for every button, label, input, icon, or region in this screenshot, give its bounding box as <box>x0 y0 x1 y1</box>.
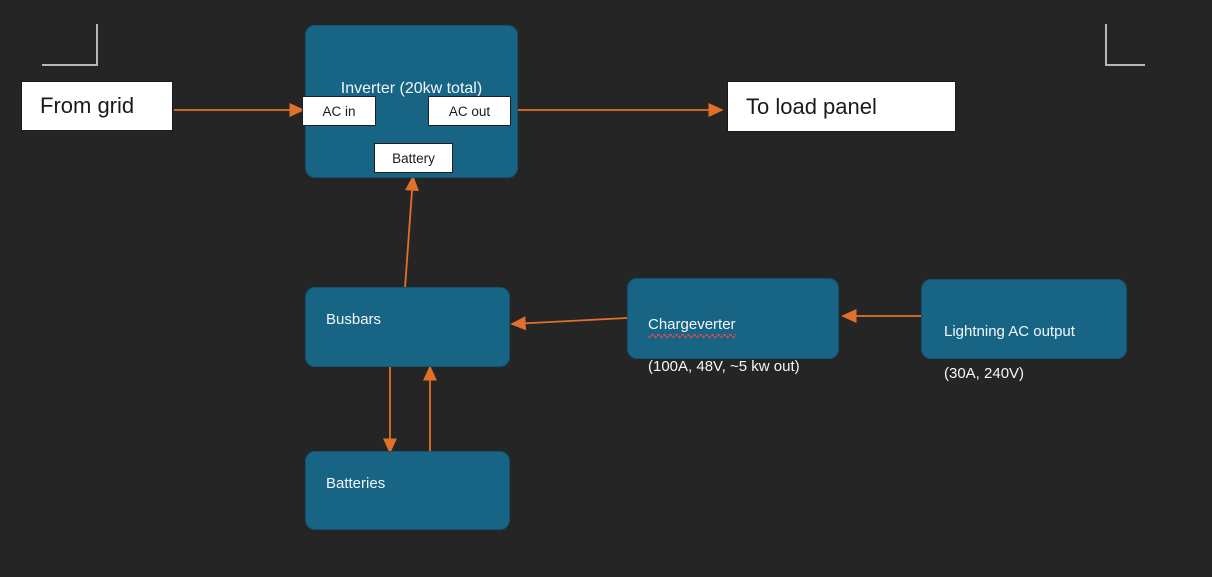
crop-mark-top-right <box>1105 24 1145 66</box>
inverter-port-ac-out[interactable]: AC out <box>428 96 511 126</box>
busbars-node[interactable]: Busbars <box>305 287 510 367</box>
arrow-busbars-to-battery-port <box>404 175 420 289</box>
battery-label: Battery <box>392 150 435 166</box>
ac-out-label: AC out <box>448 103 491 119</box>
batteries-label: Batteries <box>326 475 386 492</box>
lightning-line1: Lightning AC output <box>944 323 1075 340</box>
lightning-line2: (30A, 240V) <box>944 365 1025 382</box>
chargeverter-node[interactable]: Chargeverter (100A, 48V, ~5 kw out) <box>627 278 839 375</box>
lightning-text: Lightning AC output (30A, 240V) <box>944 300 1075 384</box>
chargeverter-text: Chargeverter (100A, 48V, ~5 kw out) <box>648 293 800 377</box>
from-grid-label: From grid <box>40 93 135 118</box>
batteries-node[interactable]: Batteries <box>305 451 510 530</box>
to-load-panel-label: To load panel <box>746 93 877 119</box>
busbars-label: Busbars <box>326 311 382 328</box>
arrow-chargeverter-to-busbars <box>510 316 628 331</box>
inverter-port-battery[interactable]: Battery <box>374 143 453 173</box>
ac-in-label: AC in <box>322 103 356 119</box>
chargeverter-line2: (100A, 48V, ~5 kw out) <box>648 358 800 375</box>
to-load-panel-box[interactable]: To load panel <box>727 81 956 132</box>
inverter-title: Inverter (20kw total) <box>340 80 483 97</box>
from-grid-box[interactable]: From grid <box>21 81 173 131</box>
lightning-ac-output-node[interactable]: Lightning AC output (30A, 240V) <box>921 279 1127 382</box>
inverter-port-ac-in[interactable]: AC in <box>302 96 376 126</box>
chargeverter-line1: Chargeverter <box>648 316 736 338</box>
crop-mark-top-left <box>42 24 98 66</box>
